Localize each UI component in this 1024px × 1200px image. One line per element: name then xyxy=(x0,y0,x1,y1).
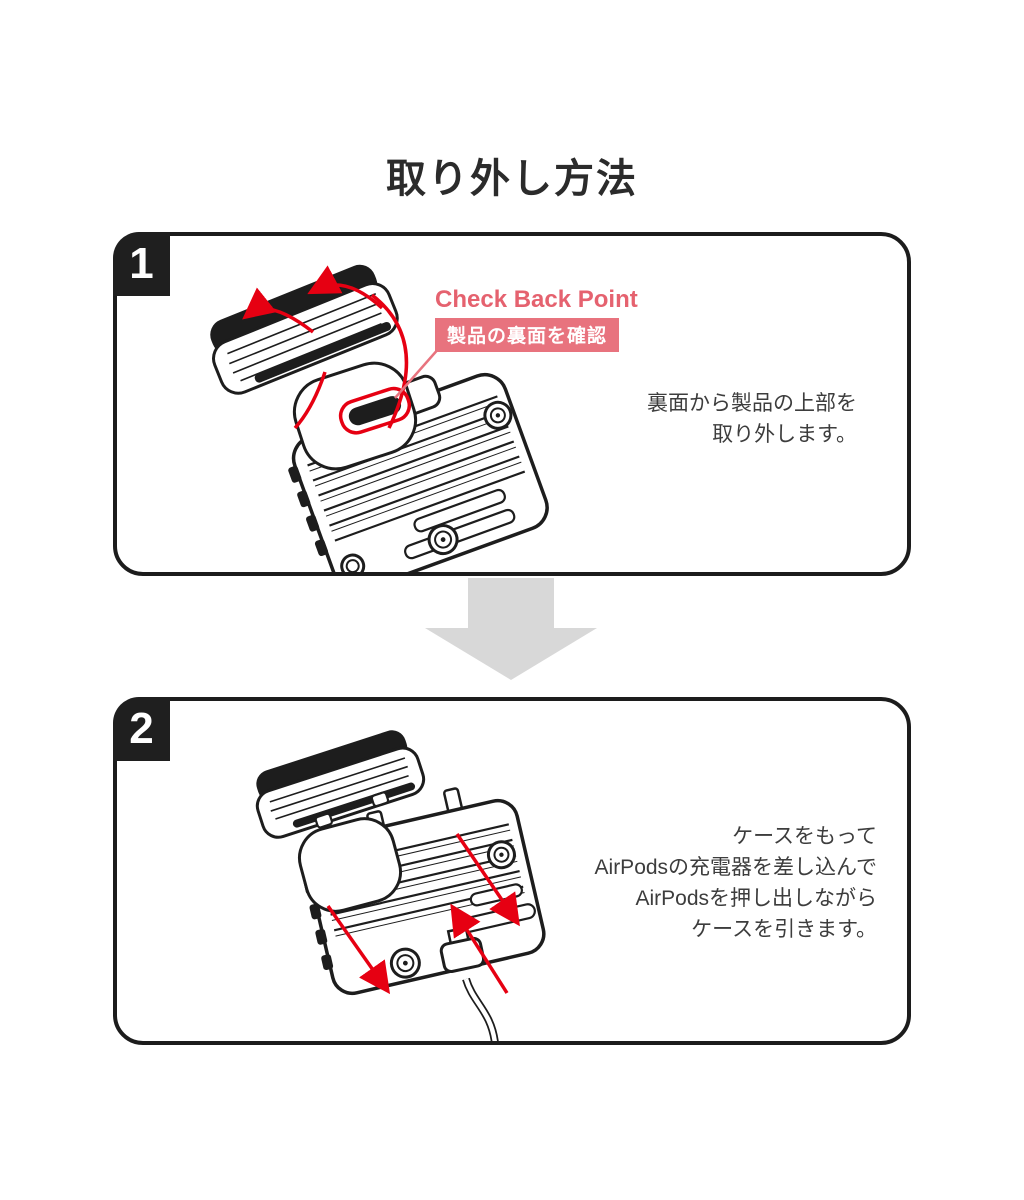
rotation-arrows xyxy=(242,265,409,430)
down-arrow-icon xyxy=(425,578,597,680)
check-back-point-title: Check Back Point xyxy=(435,286,638,313)
step2-number-badge: 2 xyxy=(113,697,170,761)
corner-screw-icon xyxy=(486,840,516,870)
back-slot-highlight xyxy=(338,386,412,435)
corner-screw-icon xyxy=(483,400,513,430)
charger-cable xyxy=(462,977,499,1041)
step1-panel: 1 xyxy=(113,232,911,576)
side-bumpers xyxy=(288,465,329,557)
corner-screw-icon xyxy=(427,524,459,556)
callout-leader-line xyxy=(394,346,441,399)
step1-number-badge: 1 xyxy=(113,232,170,296)
rugged-case-frame xyxy=(288,372,549,572)
airpods-case-dome xyxy=(292,361,418,471)
step1-caption: 裏面から製品の上部を 取り外します。 xyxy=(647,392,857,446)
charger-connector xyxy=(439,926,486,974)
side-bumpers xyxy=(303,878,334,971)
pull-push-arrows xyxy=(326,833,520,995)
step2-caption: ケースをもって AirPodsの充電器を差し込んで AirPodsを押し出しなが… xyxy=(594,825,877,941)
detached-top-cap xyxy=(255,730,426,839)
check-back-point-label: 製品の裏面を確認 xyxy=(435,318,620,352)
step2-panel: 2 xyxy=(113,697,911,1045)
corner-screw-icon xyxy=(389,947,421,979)
rugged-case-frame xyxy=(303,787,546,996)
page-title: 取り外し方法 xyxy=(386,157,638,201)
corner-screw-icon xyxy=(340,553,366,572)
top-latch xyxy=(389,374,442,418)
detached-top-cap xyxy=(210,264,399,395)
airpods-case-dome xyxy=(298,817,402,913)
